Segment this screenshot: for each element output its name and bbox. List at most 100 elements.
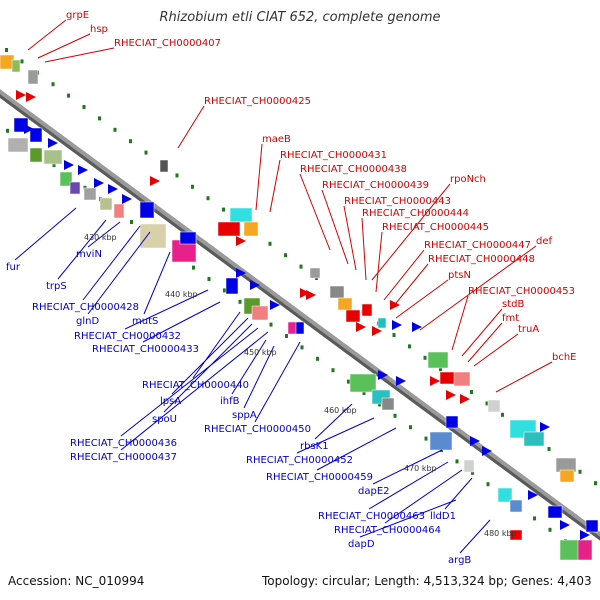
callout-leader (371, 183, 451, 281)
tick-mark (439, 367, 442, 372)
reverse-gene-label: dapE2 (358, 486, 390, 497)
forward-gene-label: RHECIAT_CH0000407 (114, 38, 221, 49)
callout-group: grpEhspRHECIAT_CH0000407RHECIAT_CH000042… (6, 10, 577, 566)
tick-mark (501, 412, 504, 417)
forward-gene-label: RHECIAT_CH0000431 (280, 150, 387, 161)
direction-arrow (250, 280, 260, 290)
callout-leader (375, 231, 383, 293)
callout-leader (124, 289, 209, 330)
gene-block (349, 373, 377, 393)
gene-block (139, 201, 155, 219)
gene-block (509, 499, 523, 513)
tick-mark (471, 470, 474, 475)
tick-mark (51, 82, 55, 87)
direction-arrow (482, 446, 492, 456)
reverse-gene-label: RHECIAT_CH0000437 (70, 452, 177, 463)
tick-mark (347, 379, 350, 384)
callout-leader (451, 295, 469, 351)
direction-arrow (446, 390, 456, 400)
forward-gene-label: hsp (90, 24, 108, 35)
direction-arrow (378, 370, 388, 380)
gene-block (159, 159, 169, 173)
callout-leader (177, 105, 205, 149)
gene-block (329, 285, 345, 299)
tick-mark (223, 288, 226, 293)
tick-mark (485, 401, 489, 406)
gene-block (229, 207, 253, 223)
gene-block (27, 69, 39, 85)
direction-arrow (580, 530, 590, 540)
forward-gene-label: RHECIAT_CH0000439 (322, 180, 429, 191)
gene-block (251, 305, 269, 321)
direction-arrow (64, 160, 74, 170)
gene-block (217, 221, 241, 237)
direction-arrow (94, 178, 104, 188)
forward-gene-label: truA (518, 324, 539, 335)
gene-block (559, 469, 575, 483)
reverse-gene-label: mviN (76, 249, 102, 260)
gene-block (453, 371, 471, 387)
gene-block (43, 149, 63, 165)
callout-leader (391, 263, 429, 309)
tick-mark (408, 344, 411, 349)
callout-leader (143, 251, 171, 315)
tick-mark (238, 299, 242, 304)
direction-arrow (430, 376, 440, 386)
tick-mark (362, 391, 366, 395)
gene-block (585, 519, 599, 533)
tick-mark (486, 482, 490, 487)
callout-leader (171, 317, 249, 395)
tick-mark (284, 253, 287, 258)
tick-mark (331, 368, 335, 373)
gene-block (69, 181, 81, 195)
direction-arrow (24, 124, 34, 134)
direction-arrow (270, 300, 280, 310)
direction-arrow (470, 436, 480, 446)
gene-block (547, 505, 563, 519)
direction-arrow (78, 165, 88, 175)
callout-leader (444, 477, 473, 510)
callout-leader (383, 249, 425, 301)
reverse-gene-label: ihfB (220, 396, 240, 407)
gene-block (577, 539, 593, 561)
callout-leader (299, 173, 331, 251)
tick-mark (548, 527, 552, 532)
gene-block (361, 303, 373, 317)
tick-mark (393, 413, 397, 418)
direction-arrow (528, 490, 538, 500)
forward-gene-label: RHECIAT_CH0000444 (362, 208, 469, 219)
callout-leader (192, 311, 241, 379)
tick-mark (409, 425, 412, 430)
direction-arrow (560, 520, 570, 530)
direction-arrow (108, 184, 118, 194)
callout-leader (419, 245, 537, 331)
callout-leader (473, 333, 519, 367)
reverse-gene-label: sppA (232, 410, 257, 421)
callout-leader (87, 221, 121, 248)
callout-leader (395, 279, 449, 319)
tick-mark (175, 173, 179, 178)
tick-mark (285, 334, 288, 338)
forward-gene-label: bchE (552, 352, 577, 363)
tick-mark (269, 322, 273, 327)
tick-mark (299, 264, 303, 269)
callout-leader (314, 403, 353, 440)
callout-leader (142, 301, 221, 343)
gene-block (179, 231, 197, 245)
reverse-gene-label: argB (448, 555, 471, 566)
gene-block (59, 171, 73, 187)
scale-label: 480 kbp (484, 529, 517, 538)
callout-leader (368, 461, 449, 510)
forward-gene-label: fmt (502, 313, 519, 324)
scale-label: 470 kbp (404, 464, 437, 473)
callout-leader (372, 449, 443, 485)
gene-block (29, 127, 43, 143)
genome-backbone (0, 89, 600, 537)
reverse-gene-label: glnD (76, 316, 99, 327)
tick-mark (300, 345, 304, 350)
tick-mark (268, 241, 272, 246)
forward-gene-label: RHECIAT_CH0000443 (344, 196, 451, 207)
scale-label: 450 kbp (244, 348, 277, 357)
